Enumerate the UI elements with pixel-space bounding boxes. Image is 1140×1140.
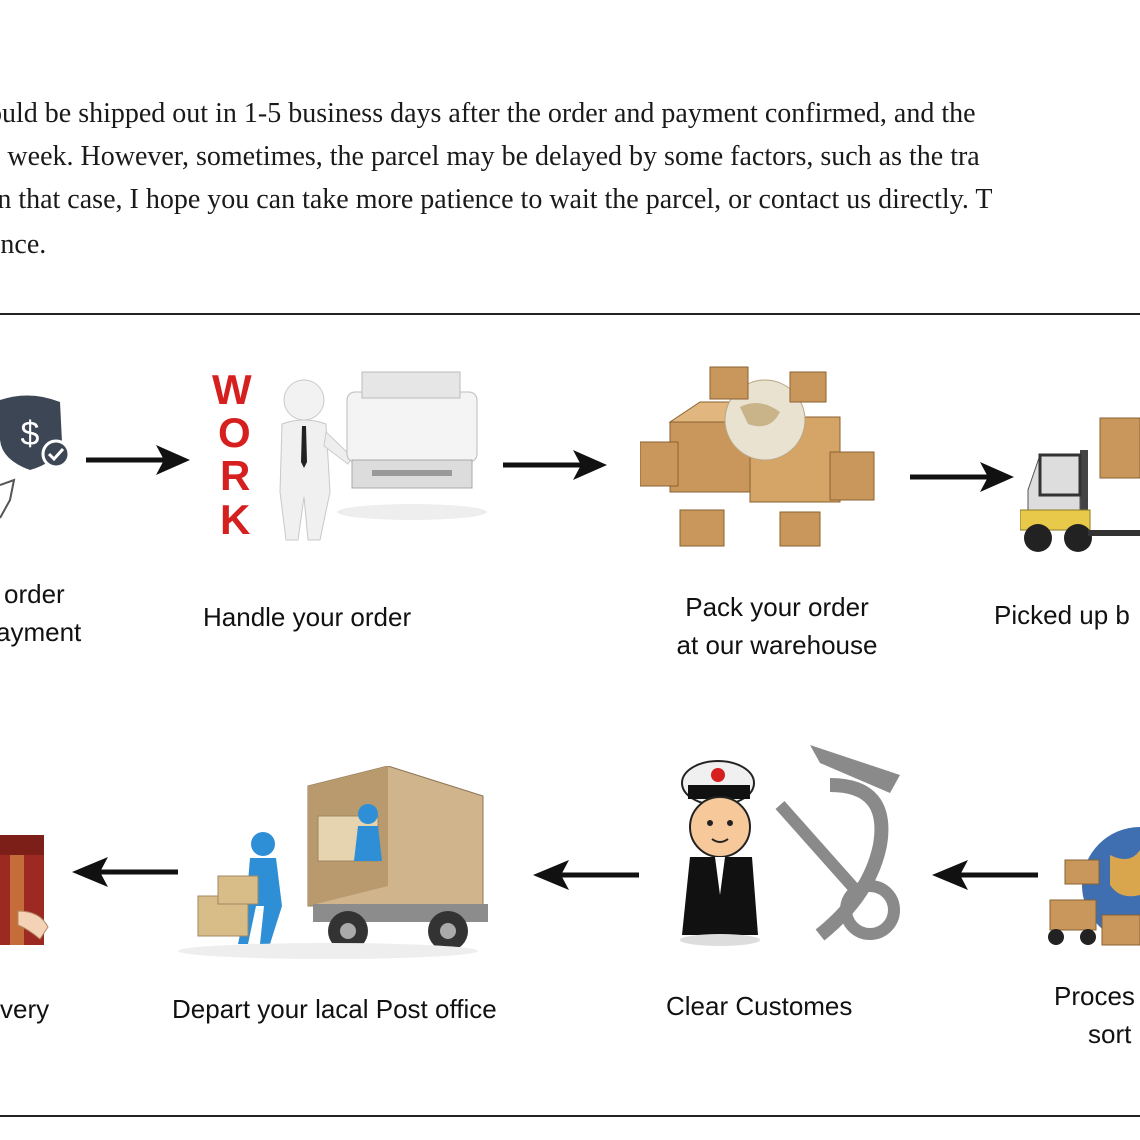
work-sign-letter-o: O xyxy=(218,409,251,456)
step-pack-line2: at our warehouse xyxy=(676,630,878,660)
work-sign-letter-k: K xyxy=(220,496,250,543)
arrow-left-icon xyxy=(533,860,639,890)
forklift-illustration xyxy=(1020,417,1140,552)
work-sign-letter-r: R xyxy=(220,452,250,499)
step-depart-label: Depart your lacal Post office xyxy=(172,994,497,1024)
work-sign-letter-w: W xyxy=(212,366,252,413)
arrow-right-icon xyxy=(503,450,607,480)
description-line-3: In that case, I hope you can take more p… xyxy=(0,184,993,215)
globe-packages-illustration xyxy=(1048,827,1140,946)
arrow-right-icon xyxy=(86,445,190,475)
step-customs-label: Clear Customes xyxy=(666,991,853,1021)
customs-officer-illustration xyxy=(680,745,900,946)
dollar-shield-icon: $ xyxy=(0,395,71,519)
arrow-left-icon xyxy=(72,857,178,887)
svg-text:$: $ xyxy=(21,415,40,453)
step-process-line2: sort xyxy=(1088,1019,1132,1049)
description-line-4: ance. xyxy=(0,229,47,260)
step-pack-line1: Pack your order xyxy=(685,592,869,622)
step-process-label: Proces sort xyxy=(1054,977,1135,1053)
step-process-line1: Proces xyxy=(1054,981,1135,1011)
gift-box-illustration xyxy=(0,835,49,945)
step-pack-label: Pack your order at our warehouse xyxy=(662,588,892,664)
description-line-1: ould be shipped out in 1-5 business days… xyxy=(0,98,976,129)
step-order-line1: order xyxy=(4,579,65,609)
step-order-line2: ayment xyxy=(0,617,82,647)
step-delivery-label: very xyxy=(0,994,50,1024)
step-order-label: order ayment xyxy=(0,575,81,651)
worker-printer-illustration: W O R K xyxy=(212,366,487,543)
top-divider xyxy=(0,313,1140,315)
step-picked-label: Picked up b xyxy=(994,600,1130,630)
delivery-truck-illustration xyxy=(178,766,488,959)
bottom-divider xyxy=(0,1115,1140,1117)
description-paragraph: ould be shipped out in 1-5 business days… xyxy=(0,0,1140,300)
arrow-right-icon xyxy=(910,462,1014,492)
arrow-left-icon xyxy=(932,860,1038,890)
boxes-globe-illustration xyxy=(640,366,875,547)
description-line-2: a week. However, sometimes, the parcel m… xyxy=(0,141,980,172)
step-handle-label: Handle your order xyxy=(203,602,412,632)
